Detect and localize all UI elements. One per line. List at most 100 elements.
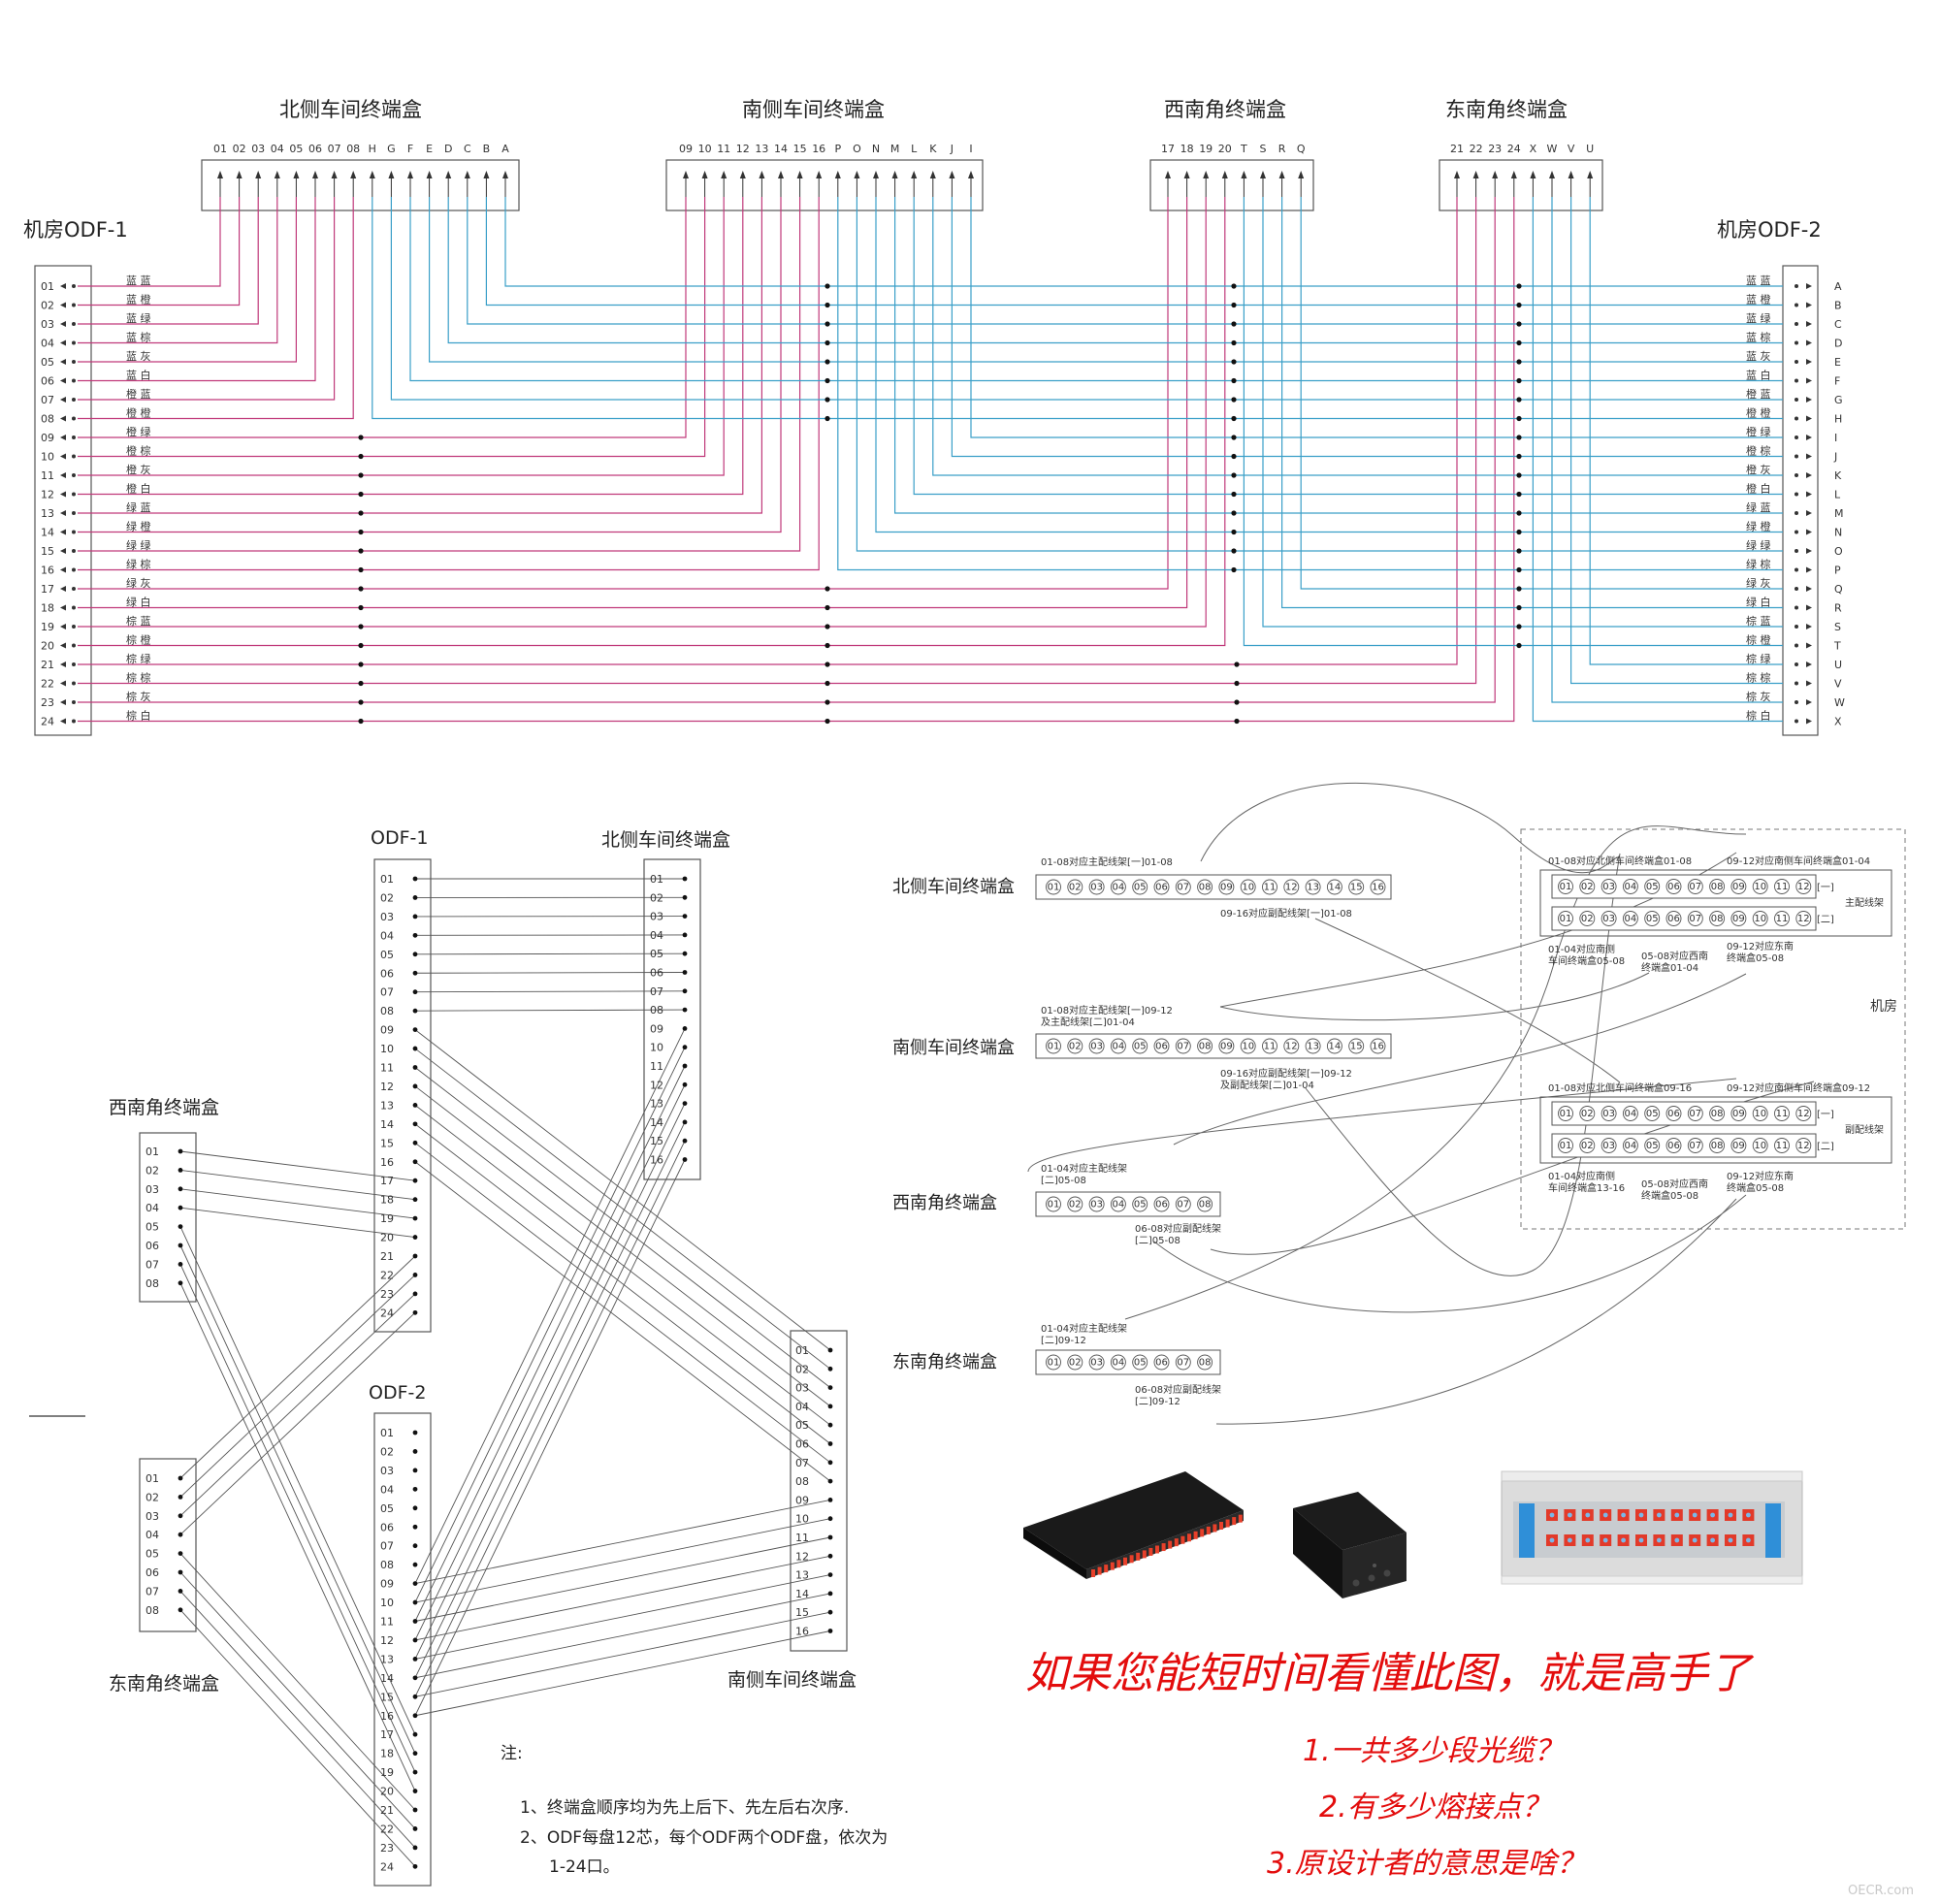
br-north-circle-label: 09	[1220, 883, 1233, 893]
pink-fiber-21	[78, 197, 1457, 664]
odf2-port-dot	[1794, 531, 1798, 534]
bl-odf2-port-dot	[413, 1505, 418, 1510]
bl-southwest-port-dot	[178, 1149, 183, 1154]
top-south-port-label: 12	[736, 143, 750, 155]
bl-south-port: 03	[795, 1382, 809, 1395]
bl-southeast-port: 01	[146, 1472, 159, 1485]
splice-dot	[1516, 416, 1521, 421]
bl-odf2-port: 22	[380, 1823, 394, 1835]
odf2-port-label: C	[1834, 318, 1842, 331]
bl-odf2-port: 23	[380, 1842, 394, 1855]
blue-fiber-L	[914, 197, 1783, 495]
odf2-port-dot	[1794, 606, 1798, 610]
headline: 如果您能短时间看懂此图，就是高手了	[1025, 1649, 1755, 1698]
top-southeast-port-label: W	[1547, 143, 1558, 155]
bl-odf2-port: 19	[380, 1766, 394, 1779]
odf2-arrowhead	[1806, 624, 1812, 629]
splice-dot	[358, 435, 363, 439]
br-south-circle-label: 02	[1069, 1042, 1082, 1052]
odf1-fiber-color: 蓝 棕	[126, 331, 151, 344]
br-sw-circle-label: 08	[1199, 1200, 1212, 1210]
main-rack-r1-circle-label: 06	[1667, 882, 1680, 892]
odf1-arrowhead	[60, 454, 66, 460]
odf2-arrowhead	[1806, 472, 1812, 478]
br-south-circle-label: 05	[1134, 1042, 1147, 1052]
red-port	[1116, 1560, 1120, 1567]
bl-odf2-port-dot	[413, 1675, 418, 1680]
bl-odf2-port-dot	[413, 1619, 418, 1624]
odf1-fiber-color: 绿 白	[126, 596, 151, 609]
port-arrowhead	[1165, 171, 1171, 178]
br-north-circle-label: 03	[1090, 883, 1103, 893]
bl-southwest-port-dot	[178, 1280, 183, 1285]
odf1-fiber-color: 橙 棕	[126, 444, 151, 458]
br-se-bottom-note-2: [二]09-12	[1135, 1397, 1180, 1407]
bl-south-port: 08	[795, 1475, 809, 1488]
odf1-port-label: 12	[41, 489, 54, 501]
main-rack-r2-circle-label: 10	[1754, 914, 1766, 924]
odf2-port-label: J	[1833, 451, 1837, 464]
bl-south-port-dot	[828, 1516, 833, 1521]
main-b2-2: 终端盒01-04	[1641, 961, 1698, 974]
splice-dot	[824, 624, 829, 629]
bl-odf2-port: 12	[380, 1634, 394, 1647]
bl-south-port-dot	[828, 1572, 833, 1577]
bl-odf1-port: 18	[380, 1194, 394, 1207]
bl-southwest-port: 04	[146, 1202, 159, 1214]
main-rack-top-right-note: 09-12对应南侧车间终端盒01-04	[1727, 855, 1870, 867]
port-arrowhead	[1568, 171, 1574, 178]
bl-odf1-port-dot	[413, 952, 418, 956]
port-arrowhead	[911, 171, 917, 178]
sub-rack-r2-circle-label: 01	[1560, 1141, 1572, 1151]
bl-south-port: 11	[795, 1532, 809, 1544]
bl-north-port-dot	[683, 1008, 688, 1013]
bl-odf1-port-dot	[413, 933, 418, 938]
bl-odf1-port-dot	[413, 1254, 418, 1259]
bl-southeast-port-dot	[178, 1607, 183, 1612]
odf1-port-label: 19	[41, 621, 54, 633]
odf2-port-label: I	[1834, 432, 1837, 444]
port-arrowhead	[1473, 171, 1479, 178]
splice-dot	[1516, 586, 1521, 591]
top-north-port-label: B	[483, 143, 491, 155]
splice-dot	[1234, 681, 1239, 686]
rack-port-core	[1729, 1513, 1733, 1518]
br-north-circle-label: 16	[1372, 883, 1384, 893]
odf1-port-label: 17	[41, 583, 54, 596]
odf2-arrowhead	[1806, 643, 1812, 649]
odf2-port-label: S	[1834, 621, 1841, 633]
blue-fiber-S	[1263, 197, 1783, 627]
bl-southwest-port: 01	[146, 1146, 159, 1158]
port-arrowhead	[968, 171, 974, 178]
main-rack-r2-circle-label: 08	[1711, 914, 1724, 924]
odf1-port-label: 14	[41, 527, 54, 539]
odf1-port-dot	[72, 493, 76, 497]
sub-rack-row2-label: [二]	[1817, 1142, 1834, 1152]
splice-dot	[1516, 397, 1521, 402]
top-southwest-port-label: Q	[1297, 143, 1306, 155]
rack-port-core	[1674, 1538, 1679, 1543]
bl-odf1-port-dot	[413, 1197, 418, 1202]
bl-north-port: 13	[650, 1098, 663, 1111]
blue-fiber-M	[895, 197, 1783, 513]
odf2-box	[1783, 266, 1818, 735]
odf1-port-dot	[72, 341, 76, 345]
br-se-circle-label: 07	[1177, 1358, 1189, 1369]
splice-dot	[358, 492, 363, 497]
bl-southwest-port-dot	[178, 1186, 183, 1191]
splice-dot	[1516, 530, 1521, 534]
bl-odf2-port-dot	[413, 1732, 418, 1737]
port-arrowhead	[427, 171, 433, 178]
splice-dot	[824, 643, 829, 648]
odf1-fiber-color: 蓝 橙	[126, 293, 151, 307]
red-port	[1148, 1548, 1152, 1556]
bl-southwest-port: 08	[146, 1277, 159, 1290]
bl-odf2-port-dot	[413, 1694, 418, 1699]
odf1-port-label: 05	[41, 356, 54, 369]
port-arrowhead	[702, 171, 708, 178]
top-southeast-port-label: 21	[1450, 143, 1464, 155]
port-arrowhead	[797, 171, 803, 178]
port-arrowhead	[275, 171, 280, 178]
main-rack-r1-circle-label: 10	[1754, 882, 1766, 892]
